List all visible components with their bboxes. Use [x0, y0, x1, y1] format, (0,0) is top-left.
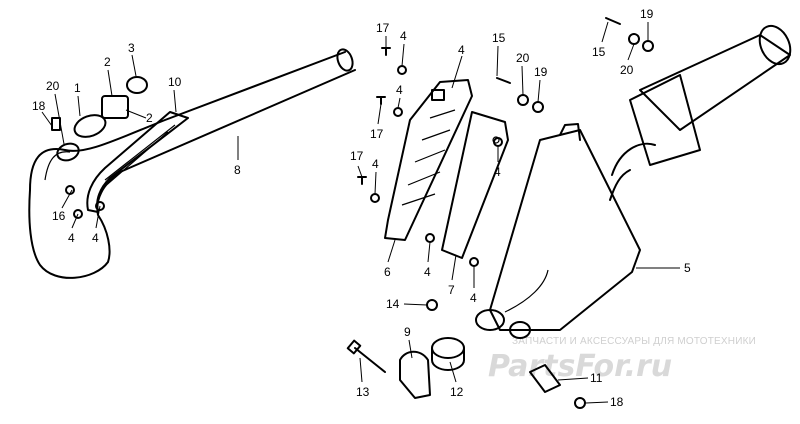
- callout-8: 8: [234, 163, 241, 177]
- callout-4: 4: [396, 83, 403, 97]
- callout-20: 20: [620, 63, 634, 77]
- callout-2: 2: [146, 111, 153, 125]
- callout-3: 3: [128, 41, 135, 55]
- clamp-bolt: [346, 339, 386, 373]
- callout-14: 14: [386, 297, 400, 311]
- callout-labels: 20 1 2 3 10 18 2 8 16 4 4 17 4 4 17 17 4…: [32, 7, 691, 409]
- callout-4: 4: [470, 291, 477, 305]
- callout-4: 4: [92, 231, 99, 245]
- pipe-sleeve: [431, 337, 465, 371]
- callout-11: 11: [590, 371, 603, 385]
- callout-15: 15: [492, 31, 506, 45]
- callout-18: 18: [32, 99, 46, 113]
- pipe-clamp: [399, 350, 431, 399]
- callout-19: 19: [534, 65, 548, 79]
- callout-7: 7: [448, 283, 455, 297]
- mounting-plate: [441, 111, 509, 259]
- callout-17: 17: [350, 149, 364, 163]
- pipe-heat-shield: [86, 111, 189, 213]
- callout-13: 13: [356, 385, 370, 399]
- callout-16: 16: [52, 209, 66, 223]
- callout-4: 4: [400, 29, 407, 43]
- callout-18: 18: [610, 395, 624, 409]
- callout-19: 19: [640, 7, 654, 21]
- callout-20: 20: [516, 51, 530, 65]
- callout-4: 4: [494, 165, 501, 179]
- callout-4: 4: [424, 265, 431, 279]
- muffler: [475, 123, 641, 339]
- callout-6: 6: [384, 265, 391, 279]
- callout-15: 15: [592, 45, 606, 59]
- callout-4: 4: [372, 157, 379, 171]
- callout-12: 12: [450, 385, 464, 399]
- callout-17: 17: [376, 21, 390, 35]
- muffler-heat-shield: [384, 79, 473, 241]
- callout-1: 1: [74, 81, 81, 95]
- silencer-tailpipe: [609, 24, 792, 201]
- callout-4: 4: [458, 43, 465, 57]
- leader-lines: [41, 21, 680, 404]
- callout-2: 2: [104, 55, 111, 69]
- callout-17: 17: [370, 127, 384, 141]
- callout-9: 9: [404, 325, 411, 339]
- muffler-bracket: [529, 364, 561, 393]
- callout-4: 4: [68, 231, 75, 245]
- watermark-caption: ЗАПЧАСТИ И АКСЕССУАРЫ ДЛЯ МОТОТЕХНИКИ: [512, 336, 756, 347]
- flange-group: [51, 76, 148, 162]
- callout-5: 5: [684, 261, 691, 275]
- callout-20: 20: [46, 79, 60, 93]
- callout-10: 10: [168, 75, 182, 89]
